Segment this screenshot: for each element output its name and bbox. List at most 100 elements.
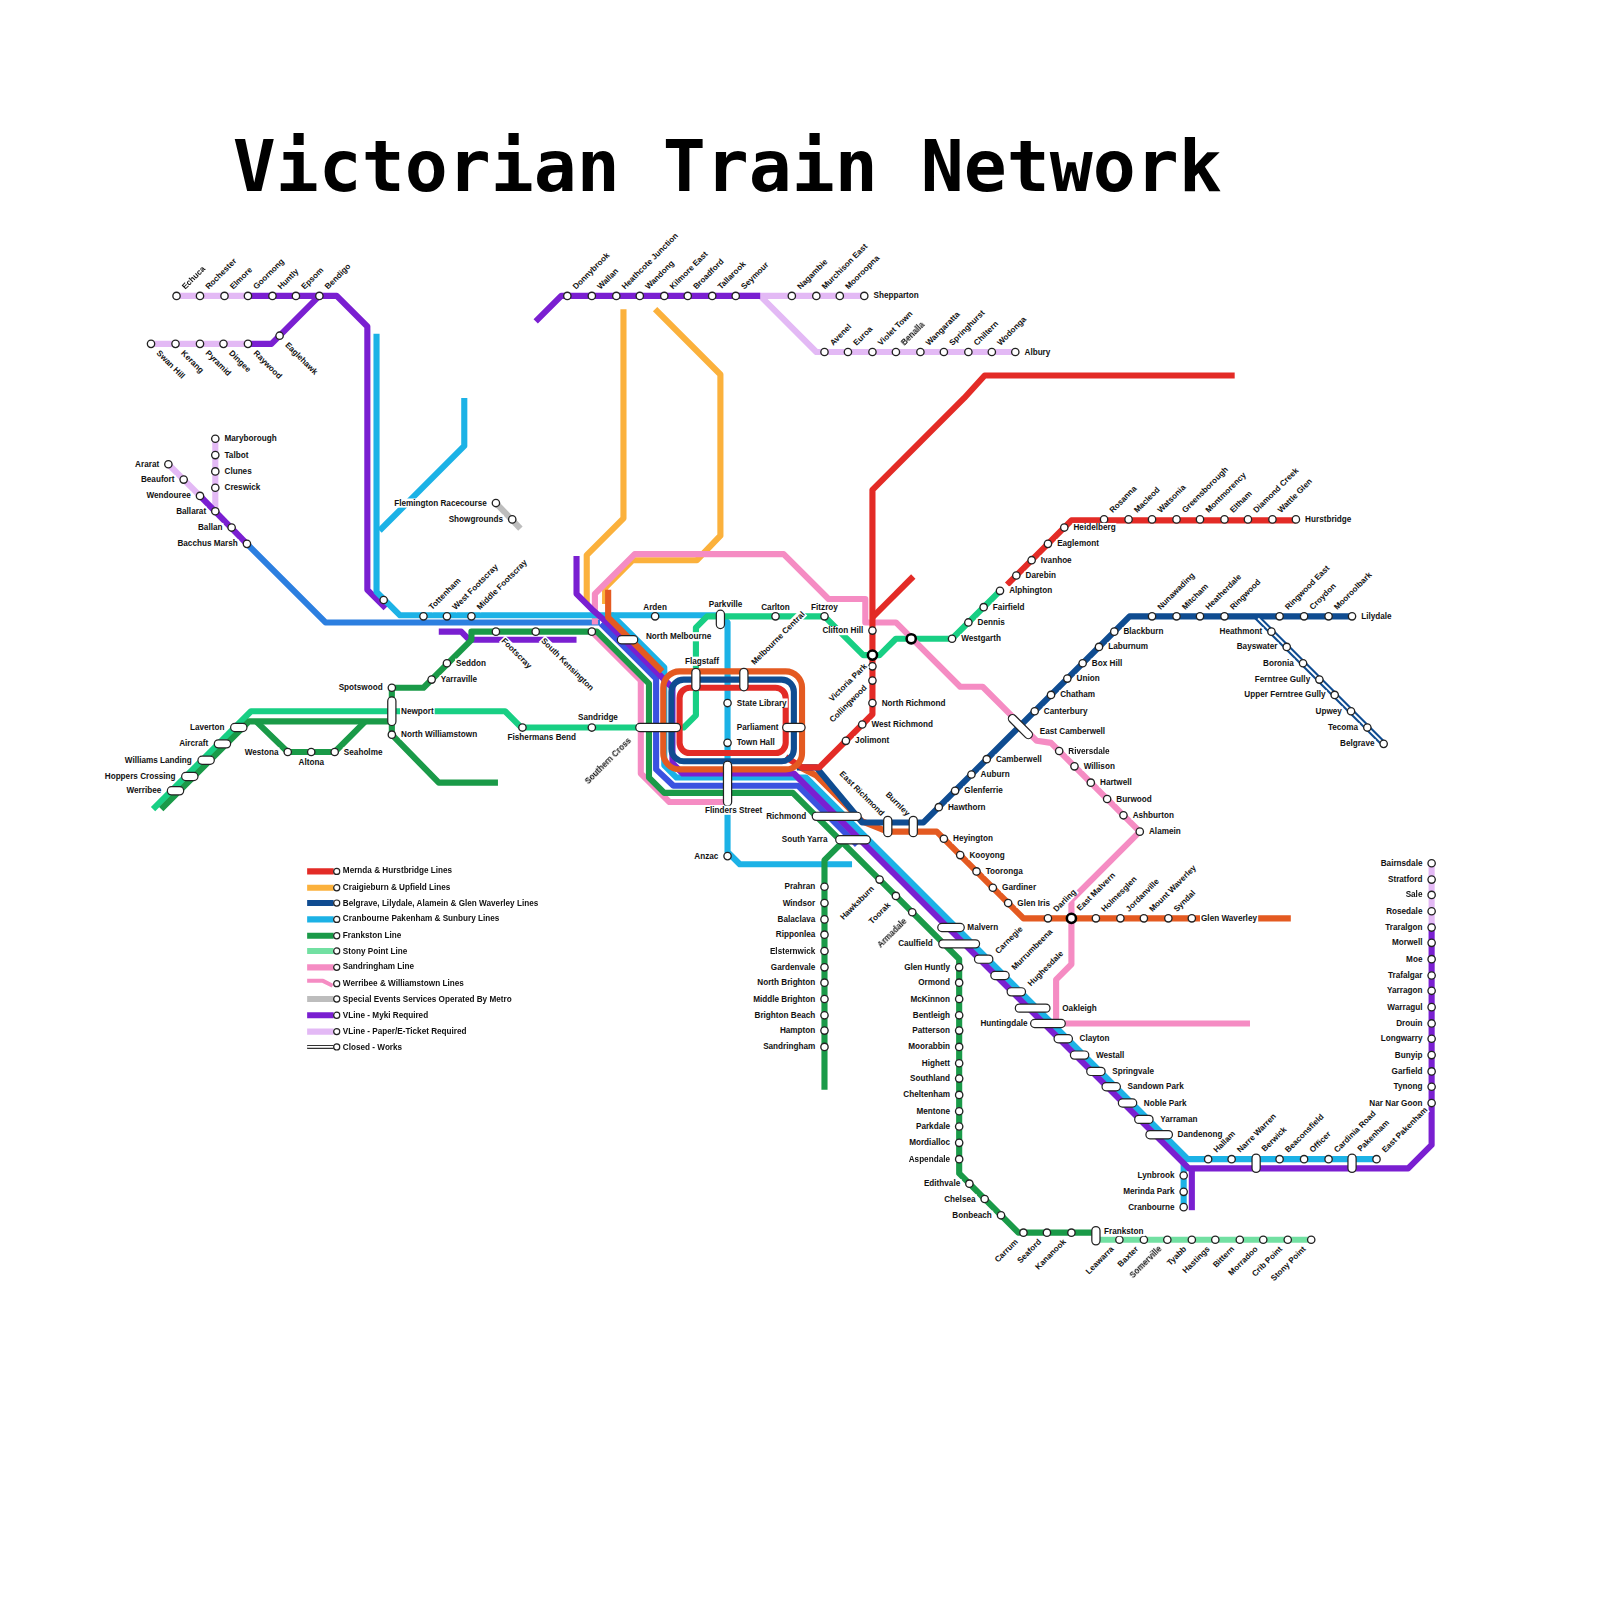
station-label: Avenel (827, 321, 854, 348)
legend-text: VLine - Paper/E-Ticket Required (343, 1027, 467, 1036)
station-label: Balaclava (777, 915, 817, 924)
legend-text: Sandringham Line (343, 963, 414, 972)
interchange-marker (1135, 1115, 1153, 1123)
legend-swatch (307, 884, 334, 890)
station-label: Alphington (1008, 586, 1053, 595)
interchange-marker (214, 740, 230, 748)
legend-sample (306, 914, 341, 924)
station-label: Aspendale (908, 1155, 951, 1164)
station-dot (1428, 891, 1435, 898)
station-dot (788, 292, 795, 299)
station-dot (1428, 1083, 1435, 1090)
rail-line (1429, 863, 1435, 923)
station-label: Huntingdale (979, 1019, 1028, 1028)
station-dot (1148, 613, 1155, 620)
legend-swatch (307, 932, 334, 938)
station-dot (724, 739, 731, 746)
legend-sample (306, 978, 341, 988)
legend-swatch (307, 916, 334, 922)
station-dot (1044, 540, 1051, 547)
station-label: Brighton Beach (754, 1011, 817, 1020)
station-label: Auburn (980, 770, 1011, 779)
station-dot (956, 1012, 963, 1019)
legend-dot (334, 964, 340, 970)
station-dot (1111, 628, 1118, 635)
station-dot (1300, 1156, 1307, 1163)
station-label: Ballarat (175, 507, 207, 516)
station-dot (859, 721, 866, 728)
interchange-marker (716, 610, 724, 628)
station-label: Moorabbin (907, 1042, 951, 1051)
legend-sample (306, 882, 341, 892)
station-label: South Kensington (539, 636, 597, 694)
interchange-marker (1070, 1051, 1088, 1059)
station-label: Hawthorn (947, 803, 987, 812)
station-label: Yarraville (440, 675, 478, 684)
station-dot (1079, 660, 1086, 667)
station-label: Blackburn (1122, 627, 1164, 636)
legend-sample (306, 962, 341, 972)
station-label: Garfield (1391, 1067, 1424, 1076)
interchange-marker (1092, 1227, 1100, 1245)
station-dot (956, 1108, 963, 1115)
station-label: Willison (1083, 762, 1116, 771)
station-dot (244, 340, 251, 347)
station-dot (948, 635, 955, 642)
interchange-marker (836, 836, 871, 844)
station-dot (821, 1012, 828, 1019)
rail-line (177, 293, 248, 299)
station-dot (532, 628, 539, 635)
station-label: Camberwell (995, 755, 1043, 764)
legend-swatch (307, 948, 334, 954)
station-dot (443, 660, 450, 667)
station-label: Noble Park (1143, 1098, 1188, 1107)
rail-line (248, 298, 317, 344)
station-dot (956, 1027, 963, 1034)
station-dot (221, 292, 228, 299)
station-dot (996, 587, 1003, 594)
station-label: Fairfield (992, 603, 1026, 612)
station-dot (940, 835, 947, 842)
station-dot (821, 899, 828, 906)
station-dot (1364, 724, 1371, 731)
station-dot (956, 979, 963, 986)
station-dot (1428, 1020, 1435, 1027)
station-dot (821, 931, 828, 938)
station-label: Clunes (223, 467, 252, 476)
station-label: Union (1076, 674, 1101, 683)
station-label: Seddon (455, 659, 487, 668)
station-label: Chatham (1059, 690, 1096, 699)
station-label: Sandown Park (1127, 1082, 1185, 1091)
station-label: Glenferrie (963, 786, 1004, 795)
legend-dot (334, 1044, 340, 1050)
station-dot (892, 892, 899, 899)
station-dot (1428, 1099, 1435, 1106)
station-dot (1148, 516, 1155, 523)
rail-line (786, 376, 1235, 768)
station-dot (1068, 1229, 1075, 1236)
station-label: Mentone (915, 1107, 951, 1116)
rail-line (392, 735, 498, 783)
station-label: Fishermans Bend (507, 733, 578, 742)
station-dot (821, 995, 828, 1002)
station-label: Talbot (223, 451, 249, 460)
station-label: Laburnum (1107, 642, 1149, 651)
station-dot (1380, 740, 1387, 747)
interchange-marker (1146, 1131, 1173, 1139)
station-dot (1173, 516, 1180, 523)
station-label: Dandenong (1177, 1130, 1224, 1139)
station-label: Kooyong (968, 851, 1005, 860)
station-label: Ashburton (1132, 811, 1175, 820)
station-label: Bunyip (1394, 1051, 1424, 1060)
station-dot (1044, 915, 1051, 922)
legend-row: Stony Point Line (306, 943, 538, 959)
station-label: Upper Ferntree Gully (1243, 690, 1326, 699)
station-dot (1269, 516, 1276, 523)
station-dot (1428, 876, 1435, 883)
station-dot (588, 628, 595, 635)
station-dot (1244, 516, 1251, 523)
station-label: Tynong (1393, 1082, 1424, 1091)
station-dot (956, 1156, 963, 1163)
station-label: Sandridge (577, 713, 619, 722)
station-label: Gardenvale (770, 963, 817, 972)
